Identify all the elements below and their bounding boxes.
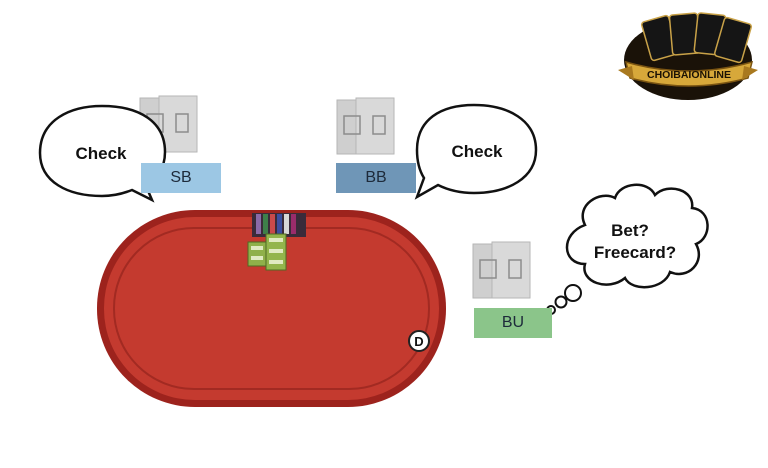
dealer-button-label: D <box>414 334 423 349</box>
bb-speech-bubble <box>414 103 538 200</box>
chip-stacks <box>252 213 306 237</box>
green-chips <box>247 233 287 271</box>
bu-thought-cloud <box>546 183 709 315</box>
poker-table <box>97 210 446 407</box>
bu-action-line1: Bet? <box>611 221 649 240</box>
seat-label-bb: BB <box>336 163 416 193</box>
seat-label-sb: SB <box>141 163 221 193</box>
sb-action-text: Check <box>75 144 127 163</box>
bu-hole-cards <box>472 241 531 299</box>
bb-hole-cards <box>336 97 395 155</box>
logo-text: CHOIBAIONLINE <box>647 69 731 81</box>
choibaionline-logo <box>618 12 758 100</box>
bu-action-line2: Freecard? <box>594 243 676 262</box>
bb-action-text: Check <box>451 142 503 161</box>
seat-label-bu: BU <box>474 308 552 338</box>
dealer-button <box>408 330 430 352</box>
